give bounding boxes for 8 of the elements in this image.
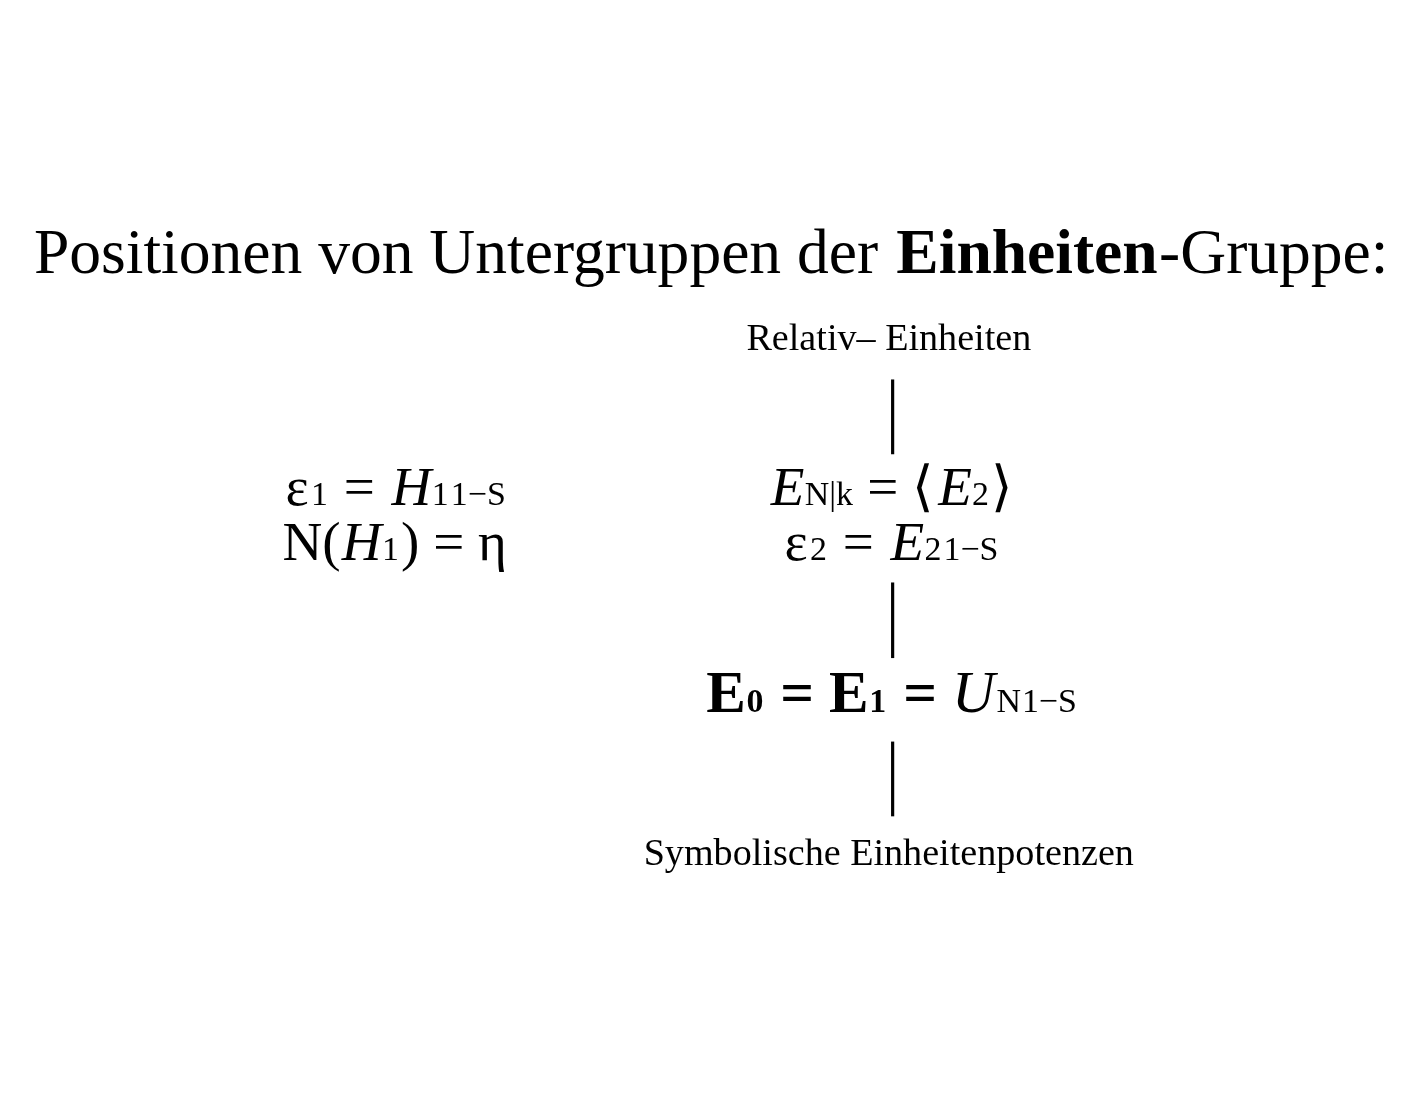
node-text: Symbolische Einheitenpotenzen [643, 830, 1134, 873]
node-text: Relativ– Einheiten [746, 315, 1032, 358]
node-text: EN|k = ⟨E2⟩ ε2 = E21−S [770, 455, 1013, 572]
connector [891, 378, 895, 454]
diagram-title: Positionen von Untergruppen der Einheiten-Gruppe: [33, 215, 1389, 287]
connector [891, 741, 895, 816]
node-text: E0 = E1 = UN1−S [706, 658, 1077, 725]
connector [891, 581, 895, 658]
